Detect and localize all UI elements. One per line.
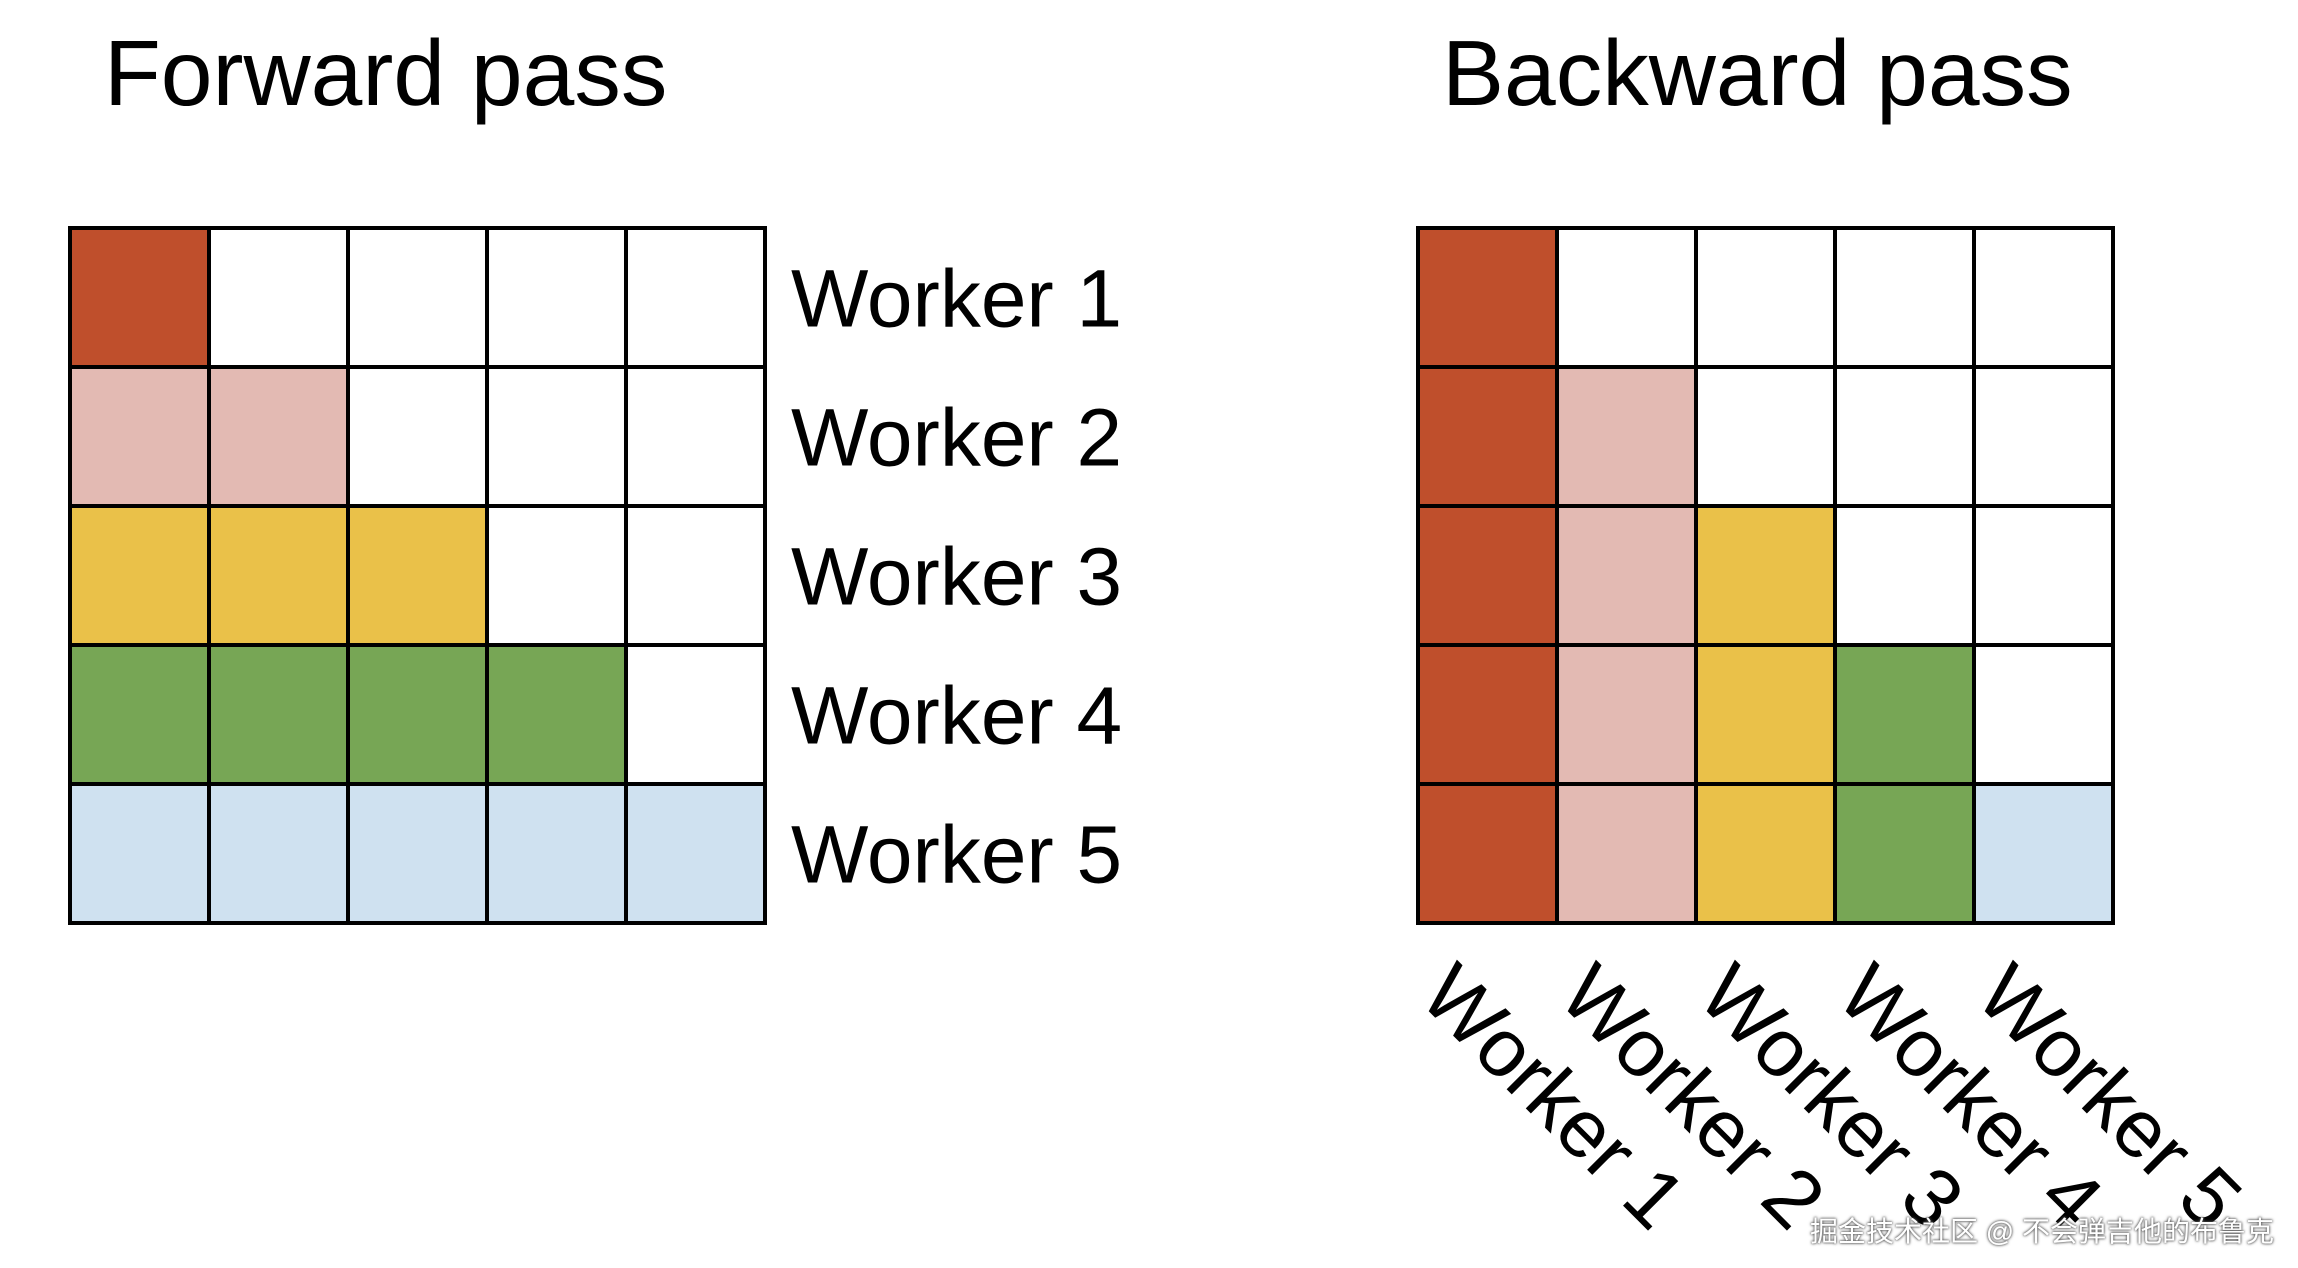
backward-cell-r2-c3 (1694, 365, 1837, 508)
forward-cell-r3-c3 (346, 504, 489, 647)
forward-cell-r5-c1 (68, 782, 211, 925)
watermark: 掘金技术社区 @ 不会弹吉他的布鲁克 (1810, 1216, 2274, 1247)
backward-cell-r3-c3 (1694, 504, 1837, 647)
forward-cell-r1-c2 (207, 226, 350, 369)
forward-row-label-3: Worker 3 (791, 532, 1122, 623)
forward-cell-r5-c2 (207, 782, 350, 925)
backward-cell-r1-c5 (1972, 226, 2115, 369)
backward-cell-r5-c4 (1833, 782, 1976, 925)
backward-cell-r2-c1 (1416, 365, 1559, 508)
backward-cell-r5-c1 (1416, 782, 1559, 925)
backward-cell-r1-c4 (1833, 226, 1976, 369)
backward-cell-r3-c5 (1972, 504, 2115, 647)
forward-cell-r2-c1 (68, 365, 211, 508)
forward-cell-r5-c3 (346, 782, 489, 925)
forward-cell-r3-c2 (207, 504, 350, 647)
backward-cell-r3-c1 (1416, 504, 1559, 647)
forward-pass-grid (68, 226, 767, 925)
forward-cell-r1-c3 (346, 226, 489, 369)
backward-cell-r5-c3 (1694, 782, 1837, 925)
forward-cell-r3-c1 (68, 504, 211, 647)
backward-cell-r2-c2 (1555, 365, 1698, 508)
forward-row-labels: Worker 1 Worker 2 Worker 3 Worker 4 Worker 5 (791, 254, 1122, 901)
forward-cell-r5-c5 (624, 782, 767, 925)
backward-cell-r4-c4 (1833, 643, 1976, 786)
forward-pass-title: Forward pass (104, 21, 668, 125)
forward-row-label-2: Worker 2 (791, 393, 1122, 484)
forward-cell-r1-c4 (485, 226, 628, 369)
forward-row-label-5: Worker 5 (791, 810, 1122, 901)
forward-cell-r2-c5 (624, 365, 767, 508)
backward-cell-r1-c1 (1416, 226, 1559, 369)
backward-cell-r4-c1 (1416, 643, 1559, 786)
backward-cell-r4-c5 (1972, 643, 2115, 786)
backward-cell-r3-c4 (1833, 504, 1976, 647)
forward-cell-r2-c2 (207, 365, 350, 508)
forward-cell-r3-c4 (485, 504, 628, 647)
forward-cell-r4-c2 (207, 643, 350, 786)
backward-cell-r3-c2 (1555, 504, 1698, 647)
backward-cell-r5-c2 (1555, 782, 1698, 925)
forward-cell-r3-c5 (624, 504, 767, 647)
backward-cell-r1-c2 (1555, 226, 1698, 369)
backward-cell-r4-c3 (1694, 643, 1837, 786)
forward-cell-r2-c3 (346, 365, 489, 508)
backward-cell-r1-c3 (1694, 226, 1837, 369)
forward-cell-r4-c5 (624, 643, 767, 786)
backward-cell-r4-c2 (1555, 643, 1698, 786)
forward-cell-r4-c3 (346, 643, 489, 786)
backward-cell-r5-c5 (1972, 782, 2115, 925)
forward-cell-r1-c1 (68, 226, 211, 369)
backward-pass-grid (1416, 226, 2115, 925)
backward-pass-title: Backward pass (1442, 21, 2073, 125)
forward-cell-r1-c5 (624, 226, 767, 369)
forward-cell-r4-c4 (485, 643, 628, 786)
forward-row-label-4: Worker 4 (791, 671, 1122, 762)
forward-row-label-1: Worker 1 (791, 254, 1122, 345)
backward-cell-r2-c4 (1833, 365, 1976, 508)
forward-cell-r5-c4 (485, 782, 628, 925)
forward-cell-r2-c4 (485, 365, 628, 508)
forward-cell-r4-c1 (68, 643, 211, 786)
backward-cell-r2-c5 (1972, 365, 2115, 508)
